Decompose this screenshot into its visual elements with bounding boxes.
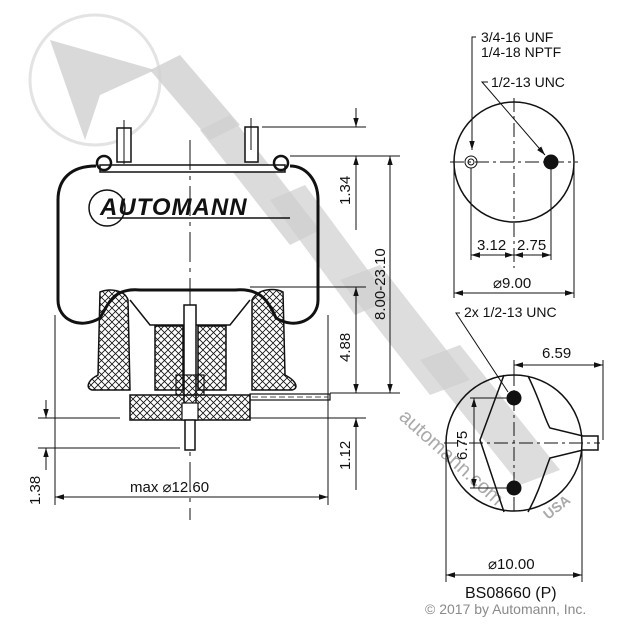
dim-max-diameter: max ⌀12.60 — [130, 479, 209, 496]
dim-bottom-stud: 1.38 — [27, 476, 44, 505]
callout-air-fitting-2: 1/4-18 NPTF — [481, 44, 561, 60]
callout-top-stud: 1/2-13 UNC — [491, 74, 565, 90]
dim-bottom-spacing: 6.75 — [454, 431, 471, 460]
part-number: BS08660 (P) — [465, 585, 557, 602]
watermark: automann.com USA — [28, 13, 573, 522]
dim-piston-height: 4.88 — [337, 333, 354, 362]
brand-logo-text: AUTOMANN — [99, 194, 248, 221]
callout-bottom-studs: 2x 1/2-13 UNC — [464, 304, 557, 320]
dim-top-right: 2.75 — [517, 237, 546, 254]
dim-bottom-diameter: ⌀10.00 — [488, 556, 535, 573]
side-view — [56, 118, 331, 520]
callout-air-fitting: 3/4-16 UNF — [481, 29, 553, 45]
dim-bottom-offset-659: 6.59 — [542, 345, 571, 362]
dim-top-diameter: ⌀9.00 — [493, 275, 531, 292]
top-view — [450, 36, 578, 298]
dim-height-range: 8.00-23.10 — [372, 248, 389, 320]
dim-bottom-offset: 1.12 — [337, 441, 354, 470]
bottom-view — [444, 312, 604, 582]
dim-top-left: 3.12 — [477, 237, 506, 254]
side-dimensions — [38, 108, 400, 505]
copyright: © 2017 by Automann, Inc. — [425, 601, 586, 617]
dim-stud-height: 1.34 — [337, 176, 354, 205]
